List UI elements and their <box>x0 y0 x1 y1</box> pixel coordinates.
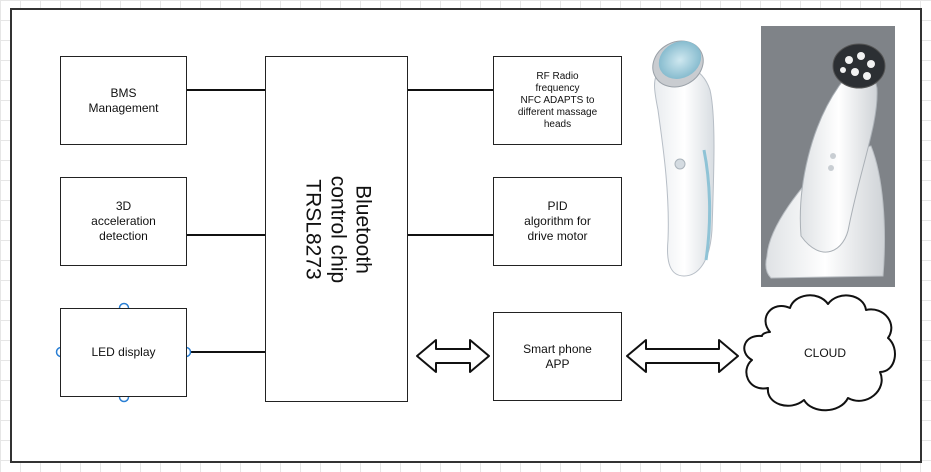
rf-device-image <box>761 26 895 287</box>
accel-label: 3D acceleration detection <box>91 199 156 243</box>
chip-label-wrap: Bluetooth control chip TRSL8273 <box>268 56 408 402</box>
bms-label: BMS Management <box>88 85 159 115</box>
rf-nfc-block[interactable]: RF Radio frequency NFC ADAPTS to differe… <box>493 56 622 145</box>
led-display-block[interactable]: LED display <box>60 308 187 397</box>
bluetooth-chip-block[interactable] <box>265 56 408 402</box>
pid-algorithm-block[interactable]: PID algorithm for drive motor <box>493 177 622 266</box>
cloud-label: CLOUD <box>803 346 846 360</box>
bms-management-block[interactable]: BMS Management <box>60 56 187 145</box>
smartphone-app-block[interactable]: Smart phone APP <box>493 312 622 401</box>
chip-label: Bluetooth control chip TRSL8273 <box>301 175 375 283</box>
pid-label: PID algorithm for drive motor <box>524 199 591 243</box>
phone-label: Smart phone APP <box>523 341 592 371</box>
rf-label: RF Radio frequency NFC ADAPTS to differe… <box>517 70 598 130</box>
cloud-shape <box>743 294 896 412</box>
led-label: LED display <box>91 345 156 359</box>
cleansing-brush-image <box>652 40 715 277</box>
acceleration-detection-block[interactable]: 3D acceleration detection <box>60 177 187 266</box>
double-arrow-phone-cloud <box>626 339 739 373</box>
double-arrow-chip-phone <box>416 339 490 373</box>
